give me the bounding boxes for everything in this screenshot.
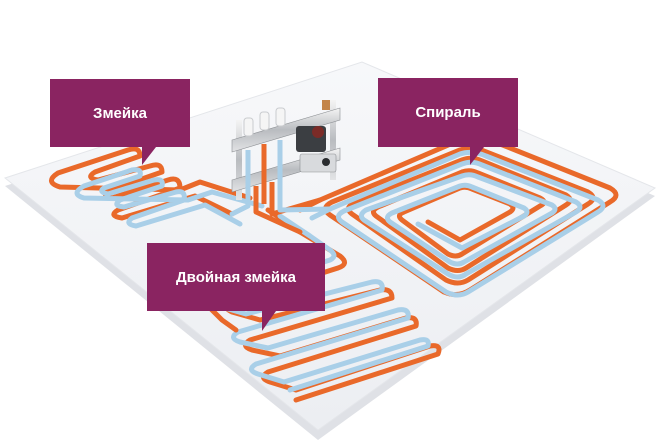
snake-loop bbox=[49, 146, 265, 229]
double-snake-callout-label: Двойная змейка bbox=[175, 268, 296, 286]
snake-return-pipe bbox=[74, 167, 265, 229]
double-snake-callout: Двойная змейка bbox=[147, 243, 325, 311]
snake-callout: Змейка bbox=[50, 79, 190, 147]
double-snake-supply-pipe-2 bbox=[207, 305, 239, 333]
spiral-loop bbox=[297, 134, 619, 298]
spiral-callout-pointer bbox=[470, 147, 484, 165]
spiral-return-pipe bbox=[309, 149, 606, 298]
snake-supply-pipe bbox=[49, 146, 253, 221]
snake-callout-label: Змейка bbox=[93, 104, 147, 122]
snake-callout-pointer bbox=[142, 147, 156, 165]
manifold-icon bbox=[231, 100, 341, 214]
manifold-feeds bbox=[229, 197, 333, 235]
spiral-callout-label: Спираль bbox=[415, 104, 481, 121]
spiral-callout: Спираль bbox=[378, 78, 518, 147]
double-snake-callout-pointer bbox=[262, 311, 276, 331]
